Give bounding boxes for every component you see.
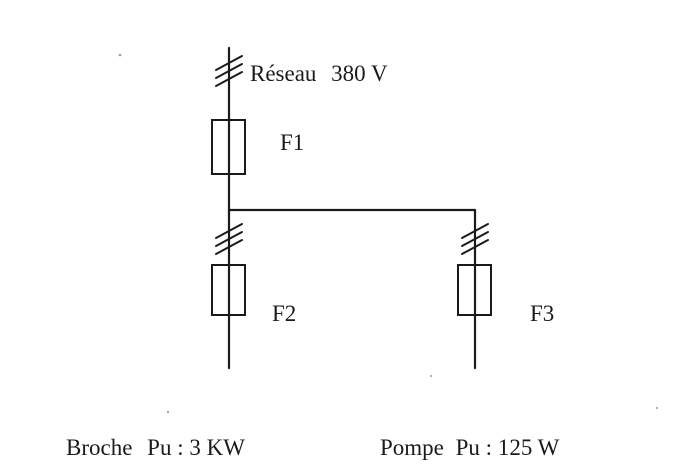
supply-name: Réseau [250, 61, 317, 86]
three-phase-mark-broche [215, 223, 243, 255]
supply-label: Réseau 380 V [250, 61, 388, 86]
load-pompe-power: Pu : 125 W [456, 435, 560, 460]
scan-speck [166, 410, 170, 414]
scan-speck [430, 375, 432, 377]
load-broche-caption: Broche Pu : 3 KW [66, 435, 245, 460]
load-pompe-name: Pompe [380, 435, 444, 460]
branch-broche: F2 [211, 223, 296, 370]
supply-feeder: Réseau 380 V [215, 46, 388, 122]
supply-voltage: 380 V [331, 61, 388, 86]
fuse-f3-label: F3 [530, 301, 554, 326]
load-pompe-caption: Pompe Pu : 125 W [380, 435, 560, 460]
three-phase-mark-supply [215, 55, 243, 87]
load-broche-power: Pu : 3 KW [147, 435, 245, 460]
branch-pompe: F3 [457, 208, 554, 370]
scan-speck [118, 53, 122, 57]
fuse-f1: F1 [211, 118, 304, 176]
fuse-f1-label: F1 [280, 130, 304, 155]
scan-speck [656, 407, 658, 409]
fuse-f3: F3 [457, 263, 554, 326]
fuse-f2-label: F2 [272, 301, 296, 326]
three-phase-mark-pompe [461, 223, 489, 255]
fuse-f2: F2 [211, 263, 296, 326]
load-broche-name: Broche [66, 435, 132, 460]
